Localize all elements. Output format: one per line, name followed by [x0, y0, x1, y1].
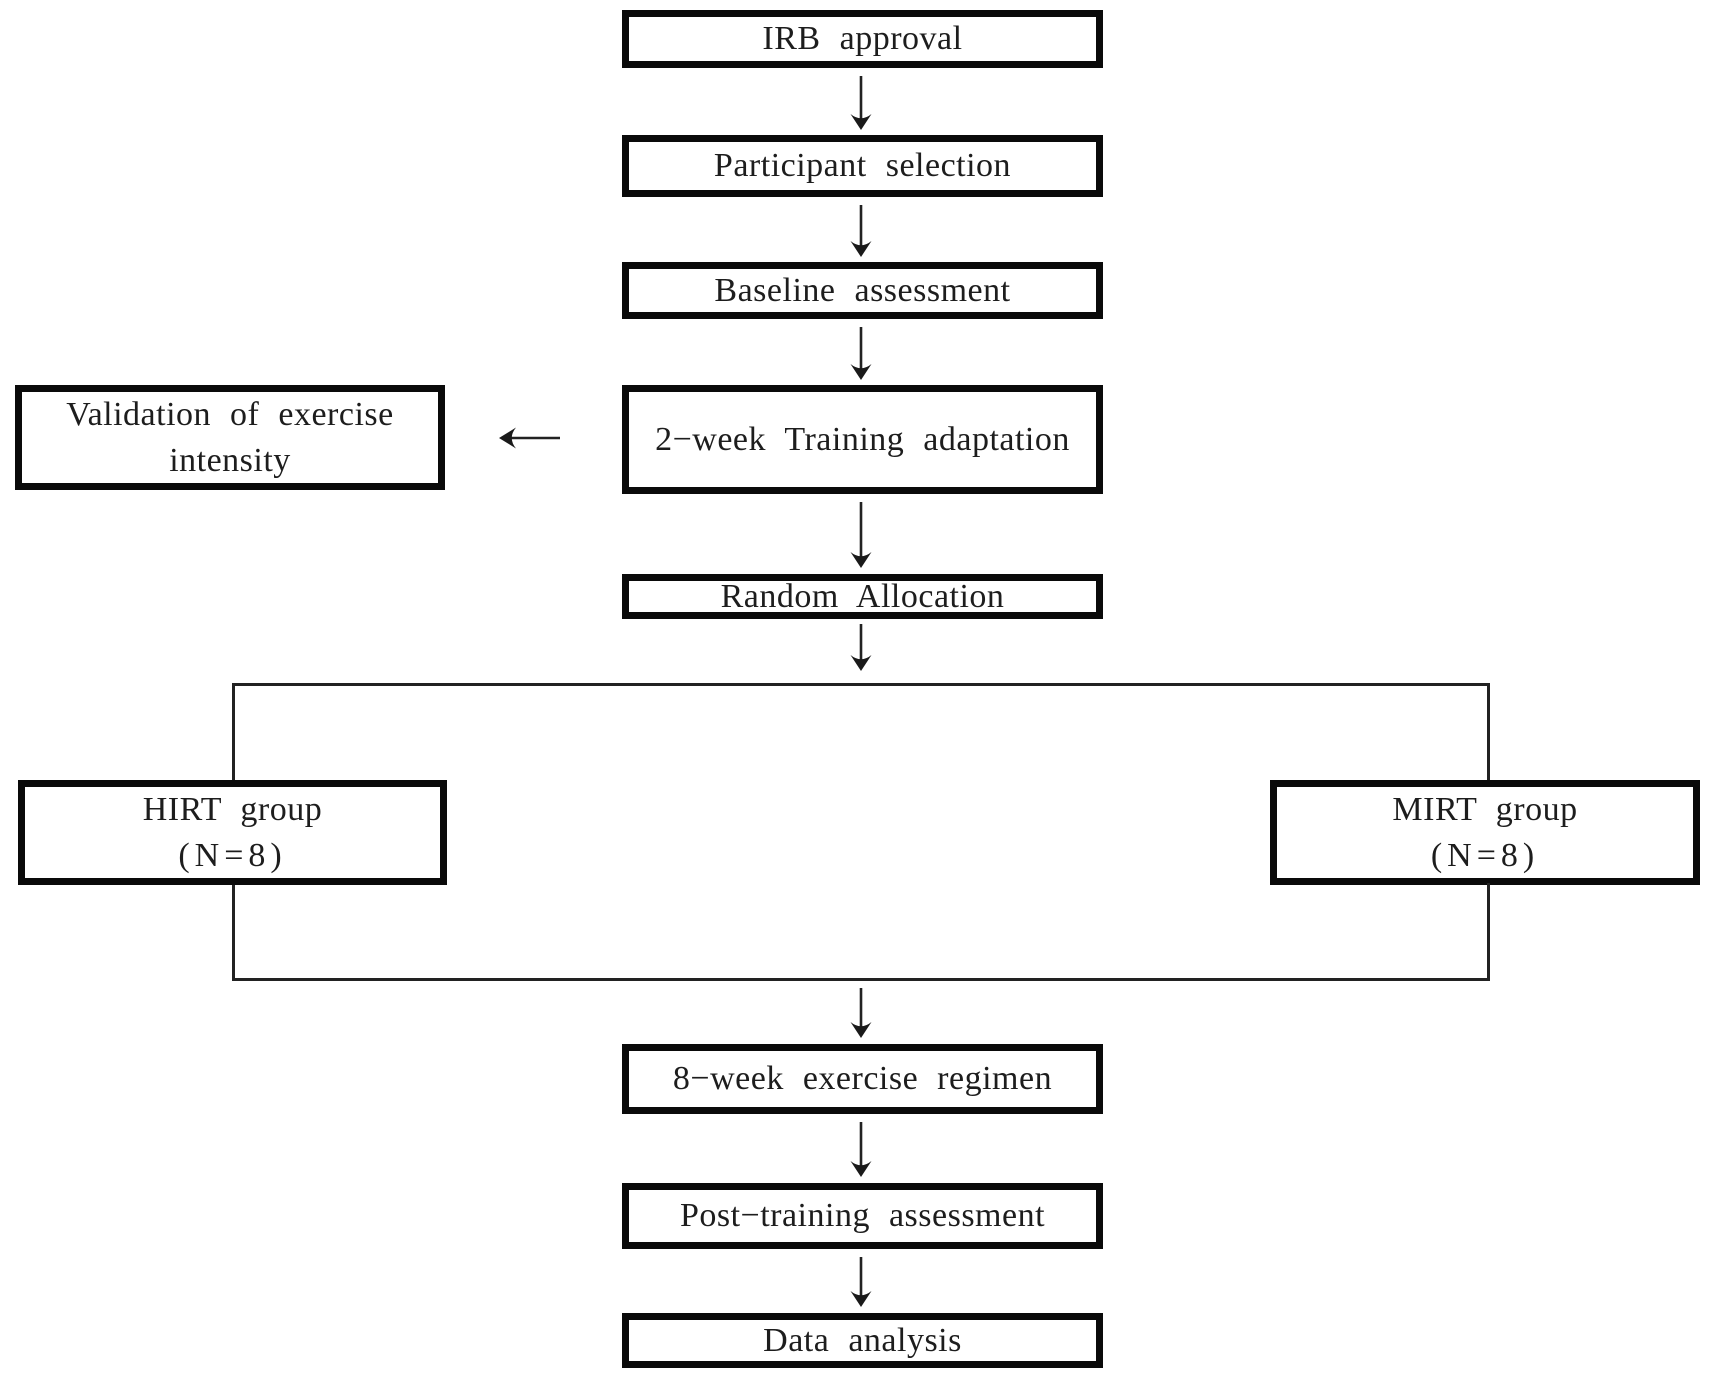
node-label-line2: (N=8)	[1430, 836, 1540, 874]
node-label: IRB approval	[762, 20, 963, 57]
node-baseline-assessment: Baseline assessment	[622, 262, 1103, 319]
merge-left-vertical-line	[232, 885, 235, 981]
node-hirt-group: HIRT group (N=8)	[18, 780, 447, 885]
node-label: Baseline assessment	[714, 271, 1011, 309]
node-label-line1: MIRT group	[1392, 790, 1578, 828]
node-label: 8−week exercise regimen	[672, 1060, 1053, 1097]
node-label-line2: (N=8)	[178, 836, 287, 874]
node-label-line1: HIRT group	[142, 790, 323, 828]
node-label: Data analysis	[763, 1321, 962, 1359]
branch-top-horizontal-line	[232, 683, 1490, 686]
node-8-week-exercise-regimen: 8−week exercise regimen	[622, 1044, 1103, 1114]
merge-right-vertical-line	[1487, 883, 1490, 981]
node-post-training-assessment: Post−training assessment	[622, 1183, 1103, 1249]
node-random-allocation: Random Allocation	[622, 574, 1103, 619]
arrow-down-icon	[850, 76, 872, 130]
branch-left-vertical-line	[232, 683, 235, 780]
arrow-left-icon	[499, 427, 560, 449]
node-participant-selection: Participant selection	[622, 135, 1103, 197]
node-label: 2−week Training adaptation	[655, 420, 1070, 458]
arrow-down-icon	[850, 1257, 872, 1307]
node-data-analysis: Data analysis	[622, 1313, 1103, 1368]
merge-bottom-horizontal-line	[232, 978, 1490, 981]
arrow-down-icon	[850, 624, 872, 671]
arrow-down-icon	[850, 205, 872, 257]
branch-right-vertical-line	[1487, 683, 1490, 780]
arrow-down-icon	[850, 1122, 872, 1177]
node-irb-approval: IRB approval	[622, 10, 1103, 68]
arrow-down-icon	[850, 988, 872, 1038]
arrow-down-icon	[850, 327, 872, 380]
node-2-week-training-adaptation: 2−week Training adaptation	[622, 385, 1103, 494]
node-label-line1: Validation of exercise	[66, 395, 394, 433]
node-validation-of-exercise-intensity: Validation of exercise intensity	[15, 385, 445, 490]
node-label: Participant selection	[713, 147, 1012, 184]
node-label: Post−training assessment	[679, 1197, 1046, 1234]
node-label-line2: intensity	[169, 441, 291, 479]
node-mirt-group: MIRT group (N=8)	[1270, 780, 1700, 885]
arrow-down-icon	[850, 502, 872, 568]
node-label: Random Allocation	[720, 577, 1005, 615]
